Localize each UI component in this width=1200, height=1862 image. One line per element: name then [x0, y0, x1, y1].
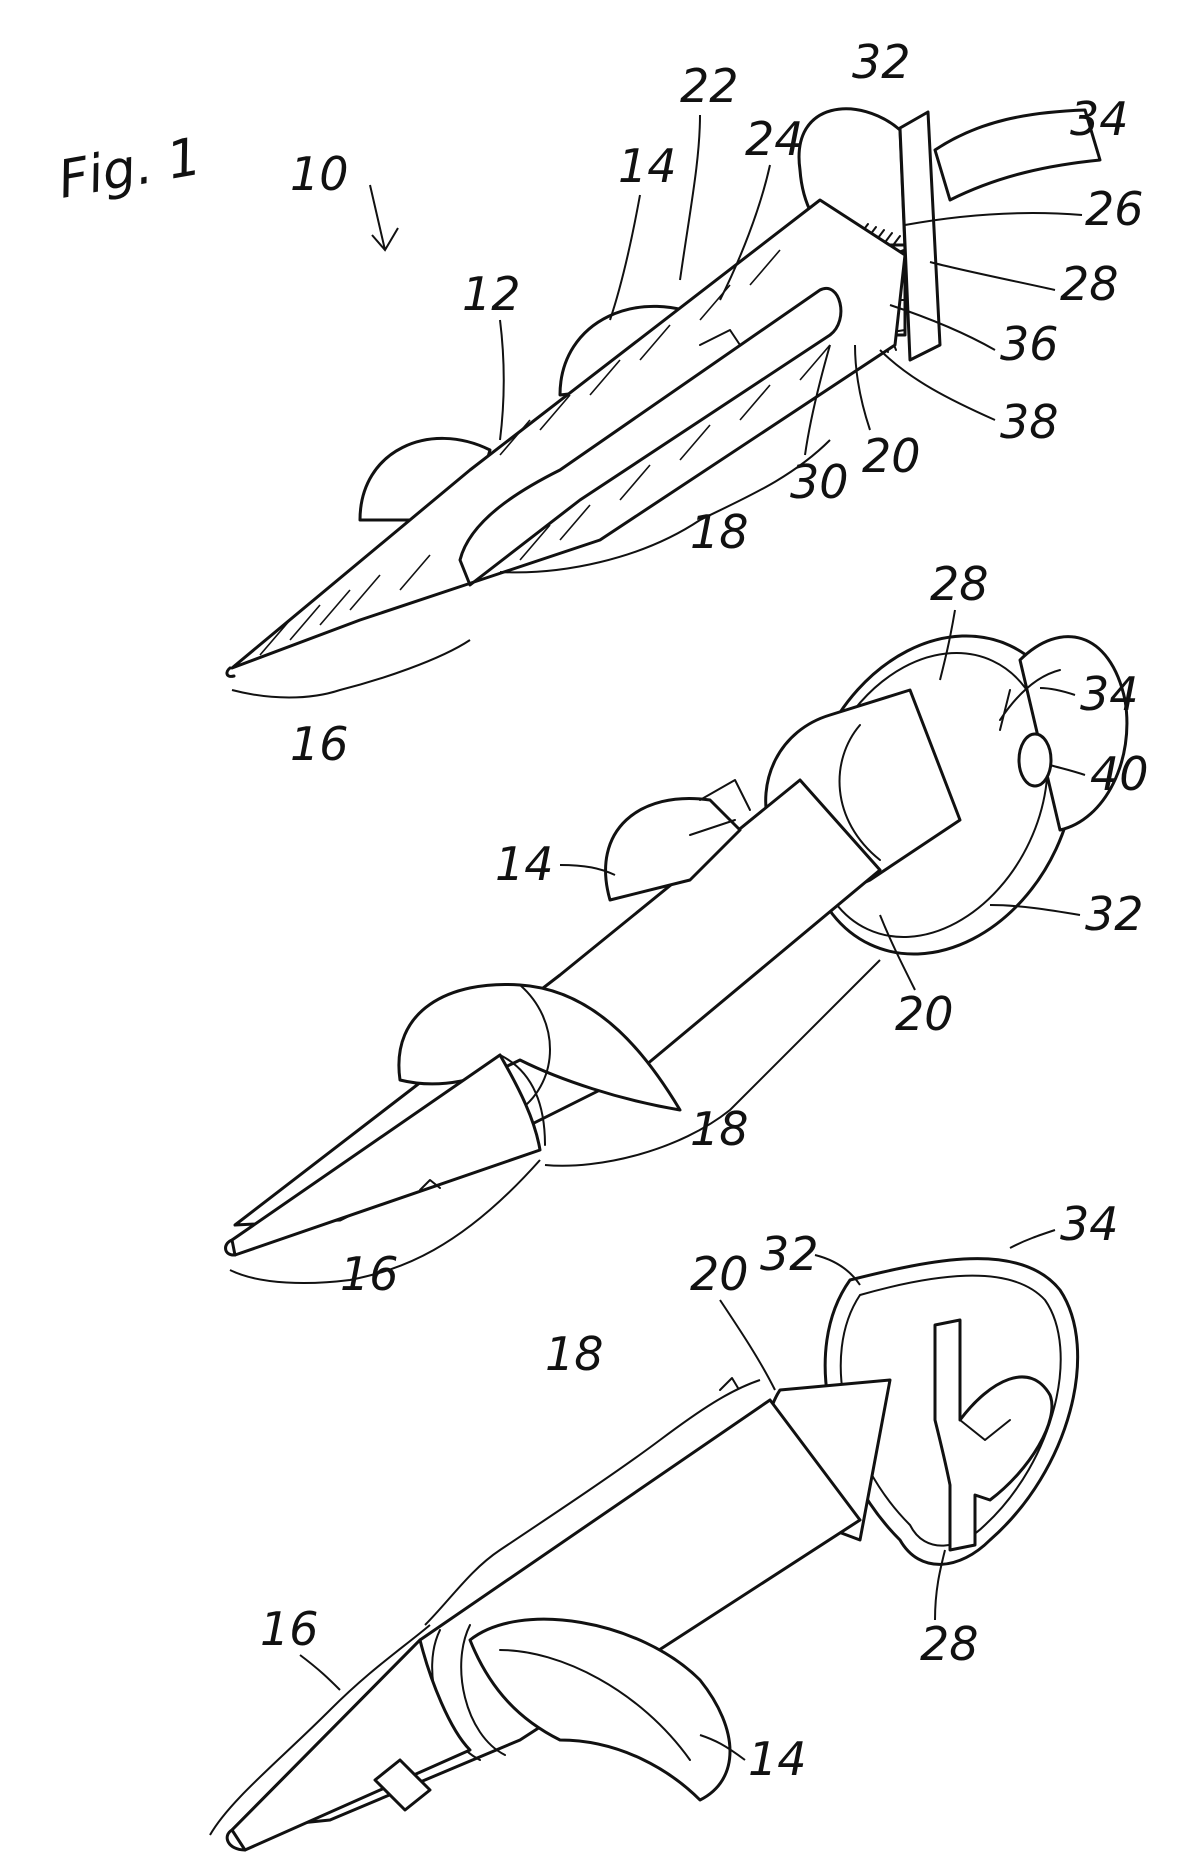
label-34-middle: 34	[1080, 667, 1139, 721]
label-34-top: 34	[1070, 92, 1129, 146]
label-28-top: 28	[1060, 257, 1119, 311]
label-14-middle: 14	[495, 837, 554, 891]
label-16-top: 16	[290, 717, 349, 771]
label-38-top: 38	[1000, 395, 1059, 449]
label-24-top: 24	[745, 112, 804, 166]
label-20-bottom: 20	[690, 1247, 749, 1301]
perspective-view-middle	[226, 591, 1127, 1283]
label-30-top: 30	[790, 455, 849, 509]
label-18-top: 18	[690, 505, 749, 559]
label-18-bottom: 18	[545, 1327, 604, 1381]
label-20-middle: 20	[895, 987, 954, 1041]
label-36-top: 36	[1000, 317, 1059, 371]
label-14-bottom: 14	[748, 1732, 807, 1786]
arrow-10	[370, 185, 398, 250]
label-10: 10	[290, 147, 349, 201]
label-28-middle: 28	[930, 557, 989, 611]
label-28-bottom: 28	[920, 1617, 979, 1671]
label-14-top: 14	[618, 139, 677, 193]
label-32-top: 32	[852, 35, 911, 89]
label-22-top: 22	[680, 59, 739, 113]
label-40-middle: 40	[1090, 747, 1149, 801]
label-18-middle: 18	[690, 1102, 749, 1156]
figure-label: Fig. 1	[54, 127, 206, 211]
label-32-middle: 32	[1085, 887, 1144, 941]
perspective-view-bottom	[210, 1259, 1078, 1850]
label-34-bottom: 34	[1060, 1197, 1119, 1251]
label-26-top: 26	[1085, 182, 1144, 236]
label-32-bottom: 32	[760, 1227, 819, 1281]
label-12-top: 12	[462, 267, 521, 321]
label-16-middle: 16	[340, 1247, 399, 1301]
label-20-top: 20	[862, 429, 921, 483]
label-16-bottom: 16	[260, 1602, 319, 1656]
